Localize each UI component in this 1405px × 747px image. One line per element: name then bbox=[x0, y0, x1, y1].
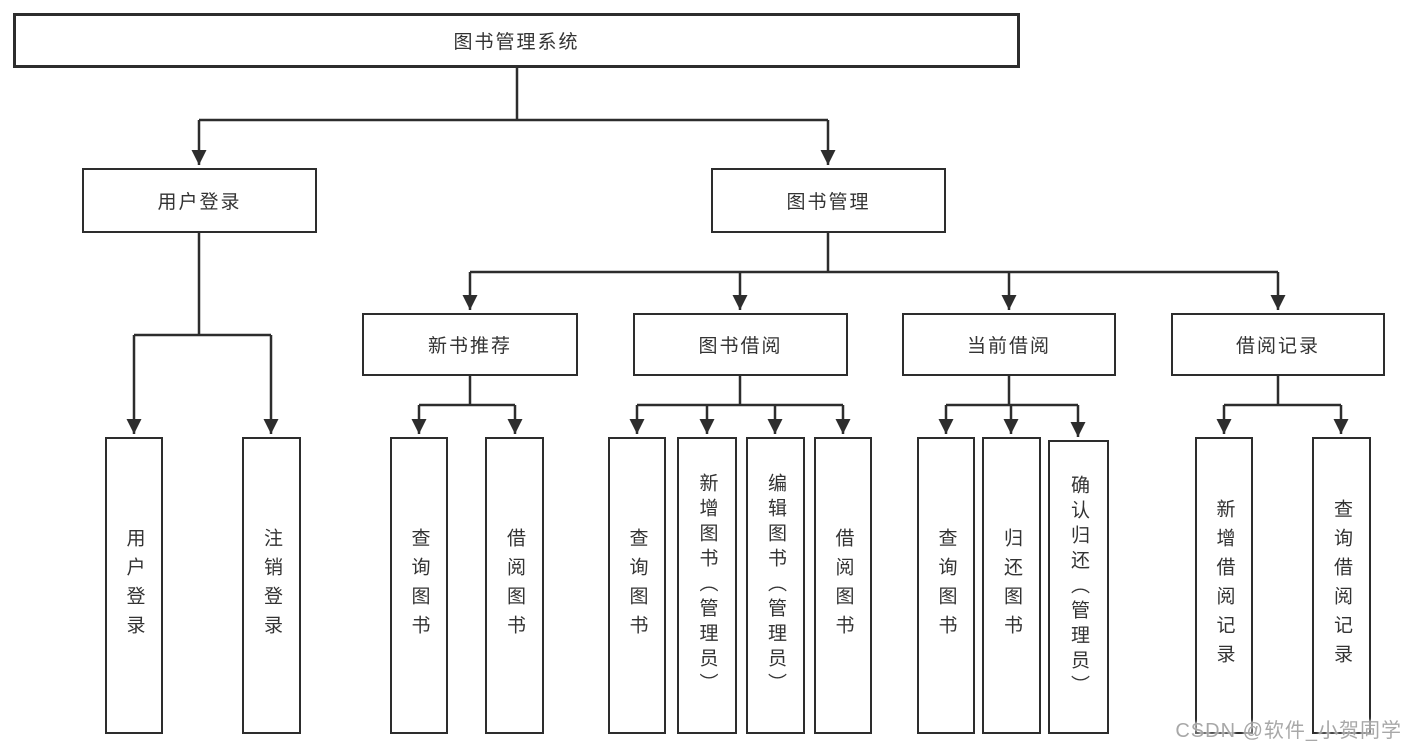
leaf-nb-borrow-book-label: 借阅图书 bbox=[504, 527, 525, 644]
leaf-cb-return-book: 归还图书 bbox=[982, 437, 1041, 734]
node-new-book-recommend: 新书推荐 bbox=[362, 313, 578, 376]
node-user-login-label: 用户登录 bbox=[157, 192, 242, 213]
leaf-user-login-label: 用户登录 bbox=[123, 527, 145, 644]
leaf-br-add-record: 新增借阅记录 bbox=[1195, 437, 1253, 734]
leaf-nb-borrow-book: 借阅图书 bbox=[485, 437, 544, 734]
node-book-management-label: 图书管理 bbox=[786, 192, 871, 213]
leaf-logout-label: 注销登录 bbox=[261, 527, 282, 644]
leaf-cb-confirm-return: 确认归还（管理员） bbox=[1048, 440, 1109, 734]
leaf-bb-borrow-book-label: 借阅图书 bbox=[832, 527, 854, 644]
node-current-borrowing-label: 当前借阅 bbox=[966, 336, 1051, 357]
leaf-user-login: 用户登录 bbox=[105, 437, 163, 734]
leaf-cb-confirm-return-label: 确认归还（管理员） bbox=[1068, 474, 1089, 700]
node-borrowing-records: 借阅记录 bbox=[1171, 313, 1385, 376]
leaf-br-query-record: 查询借阅记录 bbox=[1312, 437, 1371, 734]
leaf-bb-query-book-label: 查询图书 bbox=[626, 527, 648, 644]
leaf-bb-query-book: 查询图书 bbox=[608, 437, 666, 734]
leaf-bb-add-book: 新增图书（管理员） bbox=[677, 437, 737, 734]
node-book-management: 图书管理 bbox=[711, 168, 946, 233]
leaf-br-query-record-label: 查询借阅记录 bbox=[1331, 498, 1352, 673]
leaf-cb-return-book-label: 归还图书 bbox=[1001, 527, 1022, 644]
leaf-bb-edit-book: 编辑图书（管理员） bbox=[746, 437, 805, 734]
leaf-bb-edit-book-label: 编辑图书（管理员） bbox=[765, 473, 786, 698]
leaf-cb-query-book: 查询图书 bbox=[917, 437, 975, 734]
leaf-bb-borrow-book: 借阅图书 bbox=[814, 437, 872, 734]
leaf-cb-query-book-label: 查询图书 bbox=[935, 527, 957, 644]
node-book-borrowing: 图书借阅 bbox=[633, 313, 848, 376]
node-new-book-recommend-label: 新书推荐 bbox=[427, 336, 512, 357]
node-root-system: 图书管理系统 bbox=[13, 13, 1020, 68]
leaf-logout: 注销登录 bbox=[242, 437, 301, 734]
leaf-br-add-record-label: 新增借阅记录 bbox=[1213, 498, 1235, 673]
node-book-borrowing-label: 图书借阅 bbox=[698, 336, 783, 357]
node-user-login: 用户登录 bbox=[82, 168, 317, 233]
leaf-nb-query-book-label: 查询图书 bbox=[408, 527, 430, 644]
leaf-bb-add-book-label: 新增图书（管理员） bbox=[696, 473, 718, 698]
node-root-label: 图书管理系统 bbox=[453, 32, 580, 53]
node-borrowing-records-label: 借阅记录 bbox=[1235, 336, 1320, 357]
leaf-nb-query-book: 查询图书 bbox=[390, 437, 448, 734]
node-current-borrowing: 当前借阅 bbox=[902, 313, 1116, 376]
csdn-watermark: CSDN @软件_小贺同学 bbox=[1175, 720, 1402, 742]
